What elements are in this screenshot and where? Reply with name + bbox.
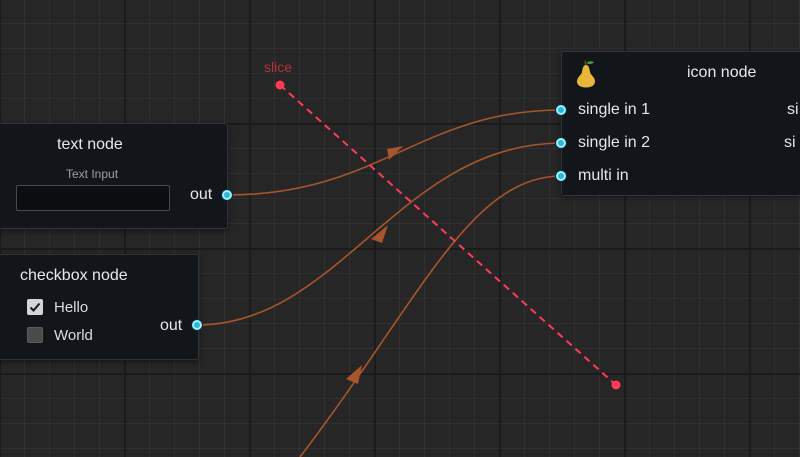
icon-node-multi-in-socket[interactable] bbox=[556, 171, 566, 181]
wire-arrow-2 bbox=[371, 225, 388, 243]
pear-icon bbox=[574, 60, 598, 93]
checkbox-node-out-socket[interactable] bbox=[192, 320, 202, 330]
icon-node-single-in-1-socket[interactable] bbox=[556, 105, 566, 115]
wire-checkbox-out-to-single-in-2[interactable] bbox=[196, 142, 563, 326]
text-node[interactable]: text node Text Input out bbox=[0, 123, 232, 229]
text-input-label: Text Input bbox=[66, 167, 119, 181]
icon-node-output-2-label: si bbox=[784, 134, 796, 151]
text-input-field[interactable] bbox=[16, 185, 170, 211]
icon-node-multi-in-label: multi in bbox=[578, 167, 629, 184]
slice-line[interactable] bbox=[279, 84, 617, 386]
icon-node-output-1-label: si bbox=[787, 101, 799, 118]
icon-node-title: icon node bbox=[687, 64, 757, 81]
text-node-title: text node bbox=[57, 136, 123, 153]
checkbox-world[interactable] bbox=[27, 327, 43, 343]
icon-node-single-in-2-socket[interactable] bbox=[556, 138, 566, 148]
wire-offscreen-to-multi-in[interactable] bbox=[299, 175, 563, 457]
slice-end-point[interactable] bbox=[611, 380, 621, 390]
checkbox-node-out-label: out bbox=[160, 317, 183, 334]
checkbox-world-label: World bbox=[54, 327, 93, 344]
text-node-out-socket[interactable] bbox=[222, 190, 232, 200]
wire-arrow-1 bbox=[387, 146, 403, 160]
icon-node-single-in-2-label: single in 2 bbox=[578, 134, 651, 151]
icon-node-single-in-1-label: single in 1 bbox=[578, 101, 651, 118]
wire-arrow-3 bbox=[346, 365, 362, 384]
slice-start-point[interactable] bbox=[275, 80, 285, 90]
text-node-out-label: out bbox=[190, 186, 213, 203]
wire-text-out-to-single-in-1[interactable] bbox=[226, 109, 563, 196]
slice-label: slice bbox=[264, 59, 293, 75]
checkbox-node[interactable]: checkbox node Hello World out bbox=[0, 254, 202, 360]
checkmark-icon bbox=[29, 302, 41, 312]
checkbox-hello[interactable] bbox=[27, 299, 43, 315]
checkbox-hello-label: Hello bbox=[54, 299, 89, 316]
checkbox-node-title: checkbox node bbox=[20, 267, 128, 284]
icon-node[interactable]: icon node single in 1 single in 2 multi … bbox=[556, 51, 800, 196]
